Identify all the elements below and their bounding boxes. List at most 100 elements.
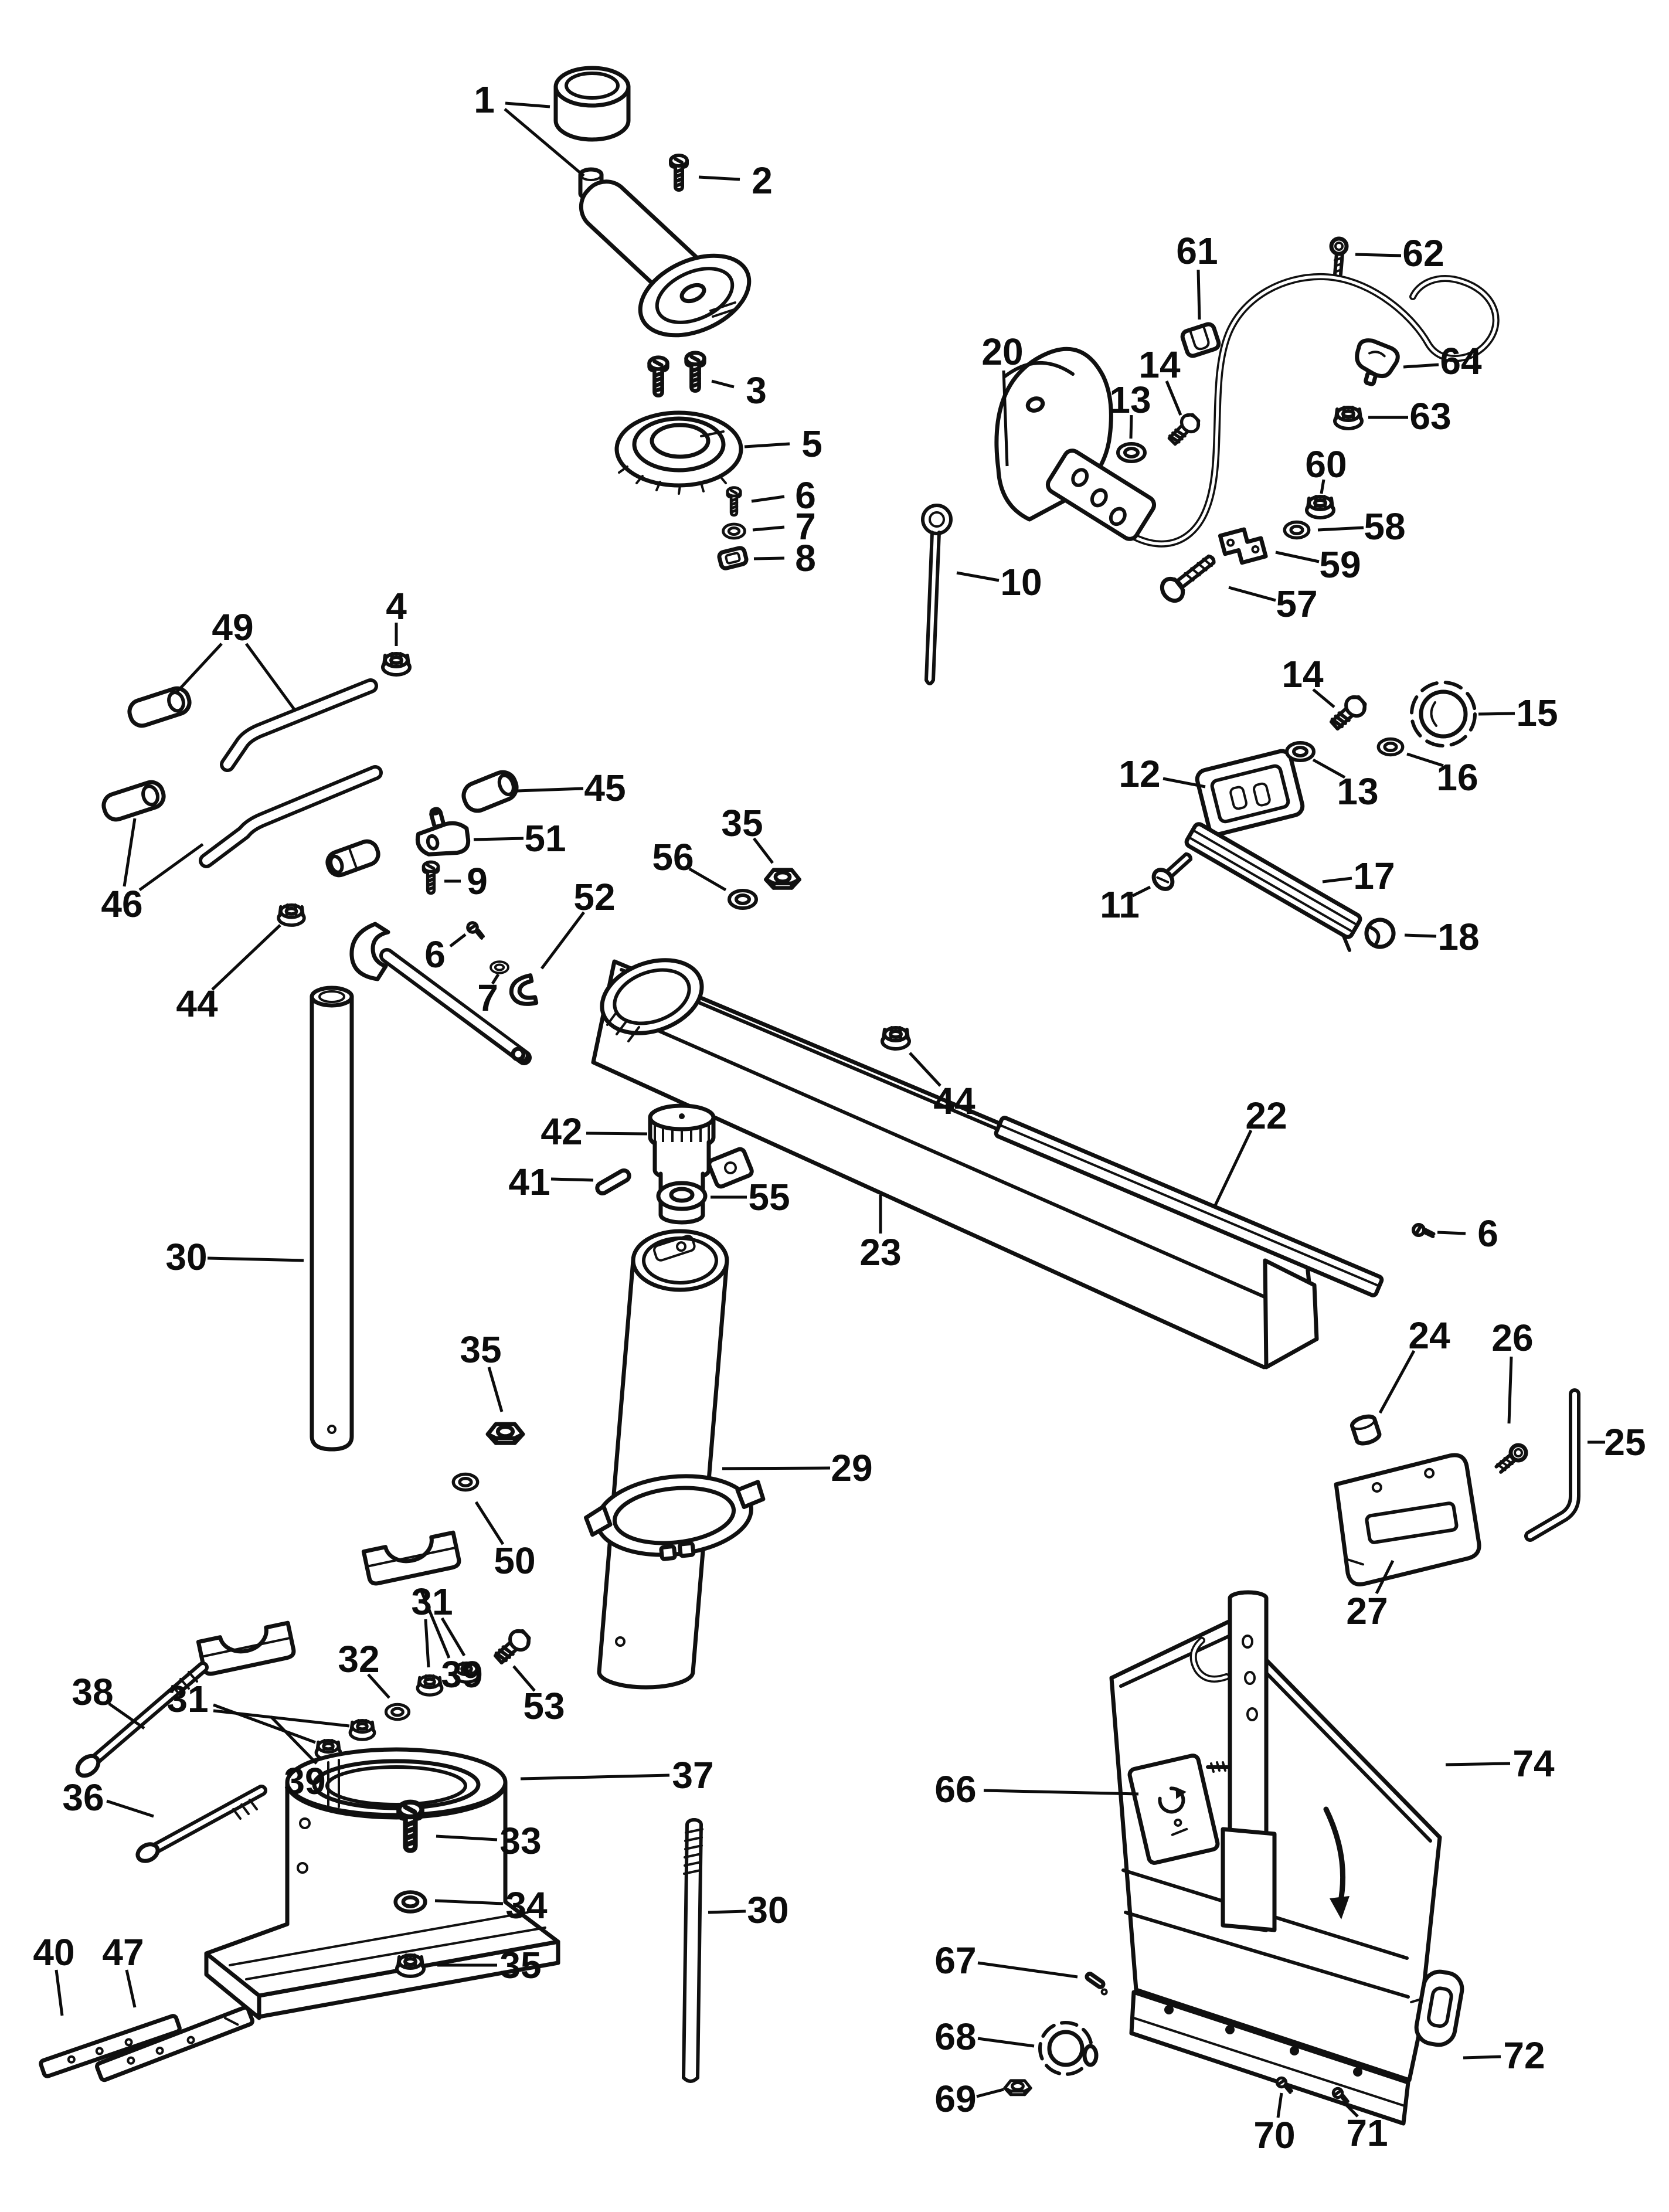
part-number-label-63: 63 (1409, 395, 1451, 437)
part-34-washer (396, 1892, 426, 1912)
part-number-label-39: 39 (441, 1653, 482, 1695)
part-callout-70: 70 (1253, 2092, 1296, 2156)
part-callout-53: 53 (512, 1665, 565, 1727)
part-number-label-57: 57 (1276, 583, 1317, 625)
part-callout-29: 29 (722, 1447, 873, 1489)
part-number-label-18: 18 (1437, 916, 1479, 958)
part-callout-44: 44 (176, 924, 281, 1025)
part-callout-42: 42 (541, 1110, 648, 1153)
guard-box-assembly-drawing (1005, 1590, 1464, 2126)
part-callout-31: 31 (166, 1678, 350, 1744)
part-callout-35: 35 (721, 802, 774, 864)
part-callout-7: 7 (752, 505, 816, 548)
part-number-label-30: 30 (165, 1236, 207, 1278)
part-number-label-29: 29 (831, 1447, 872, 1489)
part-31-nut-b2 (350, 1721, 374, 1739)
part-callout-6: 6 (1437, 1212, 1498, 1255)
leader-line-57 (1228, 586, 1276, 602)
part-number-label-49: 49 (212, 606, 253, 648)
part-callout-41: 41 (508, 1161, 594, 1203)
part-number-label-45: 45 (584, 767, 626, 809)
leader-line-30 (708, 1909, 746, 1914)
part-number-label-11: 11 (1100, 884, 1140, 926)
leader-line-11 (1131, 885, 1151, 898)
part-callout-46: 46 (101, 818, 204, 925)
part-callout-12: 12 (1119, 753, 1206, 795)
leader-line-10 (956, 571, 1000, 582)
part-1-handle (578, 167, 752, 338)
leader-line-64 (1403, 363, 1439, 369)
leader-line-36 (106, 1799, 154, 1818)
leader-line-35 (753, 837, 774, 864)
leader-line-14 (1165, 380, 1182, 416)
part-callout-22: 22 (1213, 1095, 1287, 1208)
part-number-label-36: 36 (62, 1776, 104, 1819)
part-14-bolt-b (1328, 693, 1369, 732)
part-number-label-23: 23 (859, 1231, 901, 1273)
part-number-label-58: 58 (1364, 505, 1405, 548)
leader-line-58 (1317, 526, 1364, 532)
leader-line-74 (1445, 1762, 1511, 1766)
part-number-label-9: 9 (467, 860, 488, 902)
leader-line-5 (744, 442, 790, 448)
part-callout-11: 11 (1100, 884, 1151, 926)
slide-direction-arrow (1323, 1806, 1346, 1907)
part-number-label-74: 74 (1512, 1742, 1555, 1785)
part-number-label-51: 51 (524, 817, 566, 859)
part-5-bearing-dial (614, 410, 743, 495)
leader-line-61 (1196, 269, 1201, 320)
part-callout-14: 14 (1138, 344, 1182, 416)
guard-slider-bracket (1189, 1590, 1277, 1932)
part-22-rail (994, 1116, 1384, 1297)
part-6-screw-rail (1413, 1222, 1435, 1239)
part-20-cord-reel (994, 346, 1157, 541)
part-7-washer (723, 524, 745, 538)
part-number-label-17: 17 (1353, 855, 1395, 897)
part-number-label-12: 12 (1119, 753, 1160, 795)
part-callout-13: 13 (1312, 758, 1379, 813)
part-number-label-8: 8 (795, 537, 816, 579)
part-24-plug (1350, 1414, 1382, 1446)
part-callout-6: 6 (424, 933, 467, 976)
part-callout-57: 57 (1228, 583, 1318, 625)
part-number-label-38: 38 (72, 1671, 113, 1713)
part-64-cord-clamp (1355, 338, 1400, 386)
part-14-bolt (1166, 412, 1202, 448)
leader-line-66 (983, 1789, 1139, 1796)
part-number-label-40: 40 (33, 1931, 74, 1973)
part-number-label-71: 71 (1346, 2112, 1388, 2154)
part-number-label-68: 68 (934, 2016, 976, 2058)
part-callout-30: 30 (165, 1236, 304, 1278)
part-callout-26: 26 (1491, 1317, 1534, 1424)
part-66-label-plate (1127, 1754, 1220, 1865)
part-callout-7: 7 (477, 973, 500, 1019)
part-number-label-31: 31 (411, 1581, 453, 1623)
leader-line-68 (977, 2037, 1035, 2048)
base-assembly-drawing (39, 1424, 560, 2082)
leader-line-37 (520, 1773, 670, 1781)
part-callout-23: 23 (859, 1195, 902, 1273)
part-callout-8: 8 (753, 537, 816, 579)
part-callout-15: 15 (1478, 692, 1558, 734)
part-43-wrench (349, 922, 532, 1065)
part-13-washer-b (1287, 743, 1314, 760)
part-27-end-cap (1334, 1453, 1481, 1586)
leader-line-44 (909, 1052, 941, 1087)
part-49-sleeve (127, 686, 192, 728)
part-8-clip (717, 546, 749, 570)
part-26-screw (1494, 1443, 1528, 1474)
part-number-label-34: 34 (505, 1884, 548, 1926)
part-number-label-20: 20 (981, 331, 1023, 373)
part-number-label-59: 59 (1319, 543, 1361, 586)
leader-line-53 (512, 1665, 536, 1692)
part-number-label-24: 24 (1408, 1314, 1450, 1357)
part-callout-59: 59 (1275, 543, 1361, 586)
leader-line-45 (516, 787, 584, 793)
leader-line-22 (1213, 1129, 1253, 1208)
part-72-latch (1410, 1969, 1464, 2047)
part-44-nut (278, 905, 304, 925)
part-18-cap (1364, 918, 1396, 949)
part-number-label-10: 10 (1000, 561, 1042, 603)
part-callout-4: 4 (386, 585, 407, 646)
